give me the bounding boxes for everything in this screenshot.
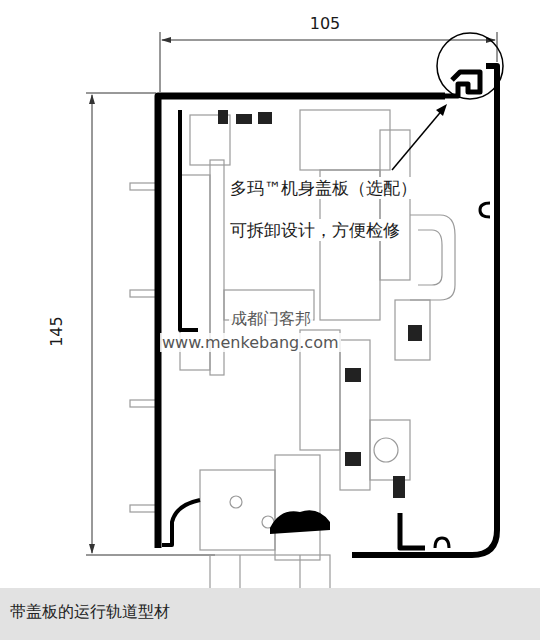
carriage-mechanism — [130, 110, 455, 590]
bolts — [218, 110, 422, 498]
dimension-lines — [86, 32, 497, 555]
watermark: www.menkebang.com — [160, 333, 341, 352]
rail-profile — [158, 66, 497, 555]
dimension-text: 145 — [46, 317, 65, 348]
dimension-arrows — [89, 37, 496, 554]
callout-text: 多玛™机身盖板（选配） — [228, 177, 419, 199]
roller — [270, 510, 330, 534]
callout-text: 可拆卸设计，方便检修 — [228, 219, 402, 241]
watermark: 成都门客邦 — [229, 309, 313, 328]
dimension-text: 105 — [310, 14, 341, 33]
leader-arrowhead — [436, 104, 447, 116]
caption: 带盖板的运行轨道型材 — [10, 602, 170, 621]
callout — [392, 33, 503, 170]
